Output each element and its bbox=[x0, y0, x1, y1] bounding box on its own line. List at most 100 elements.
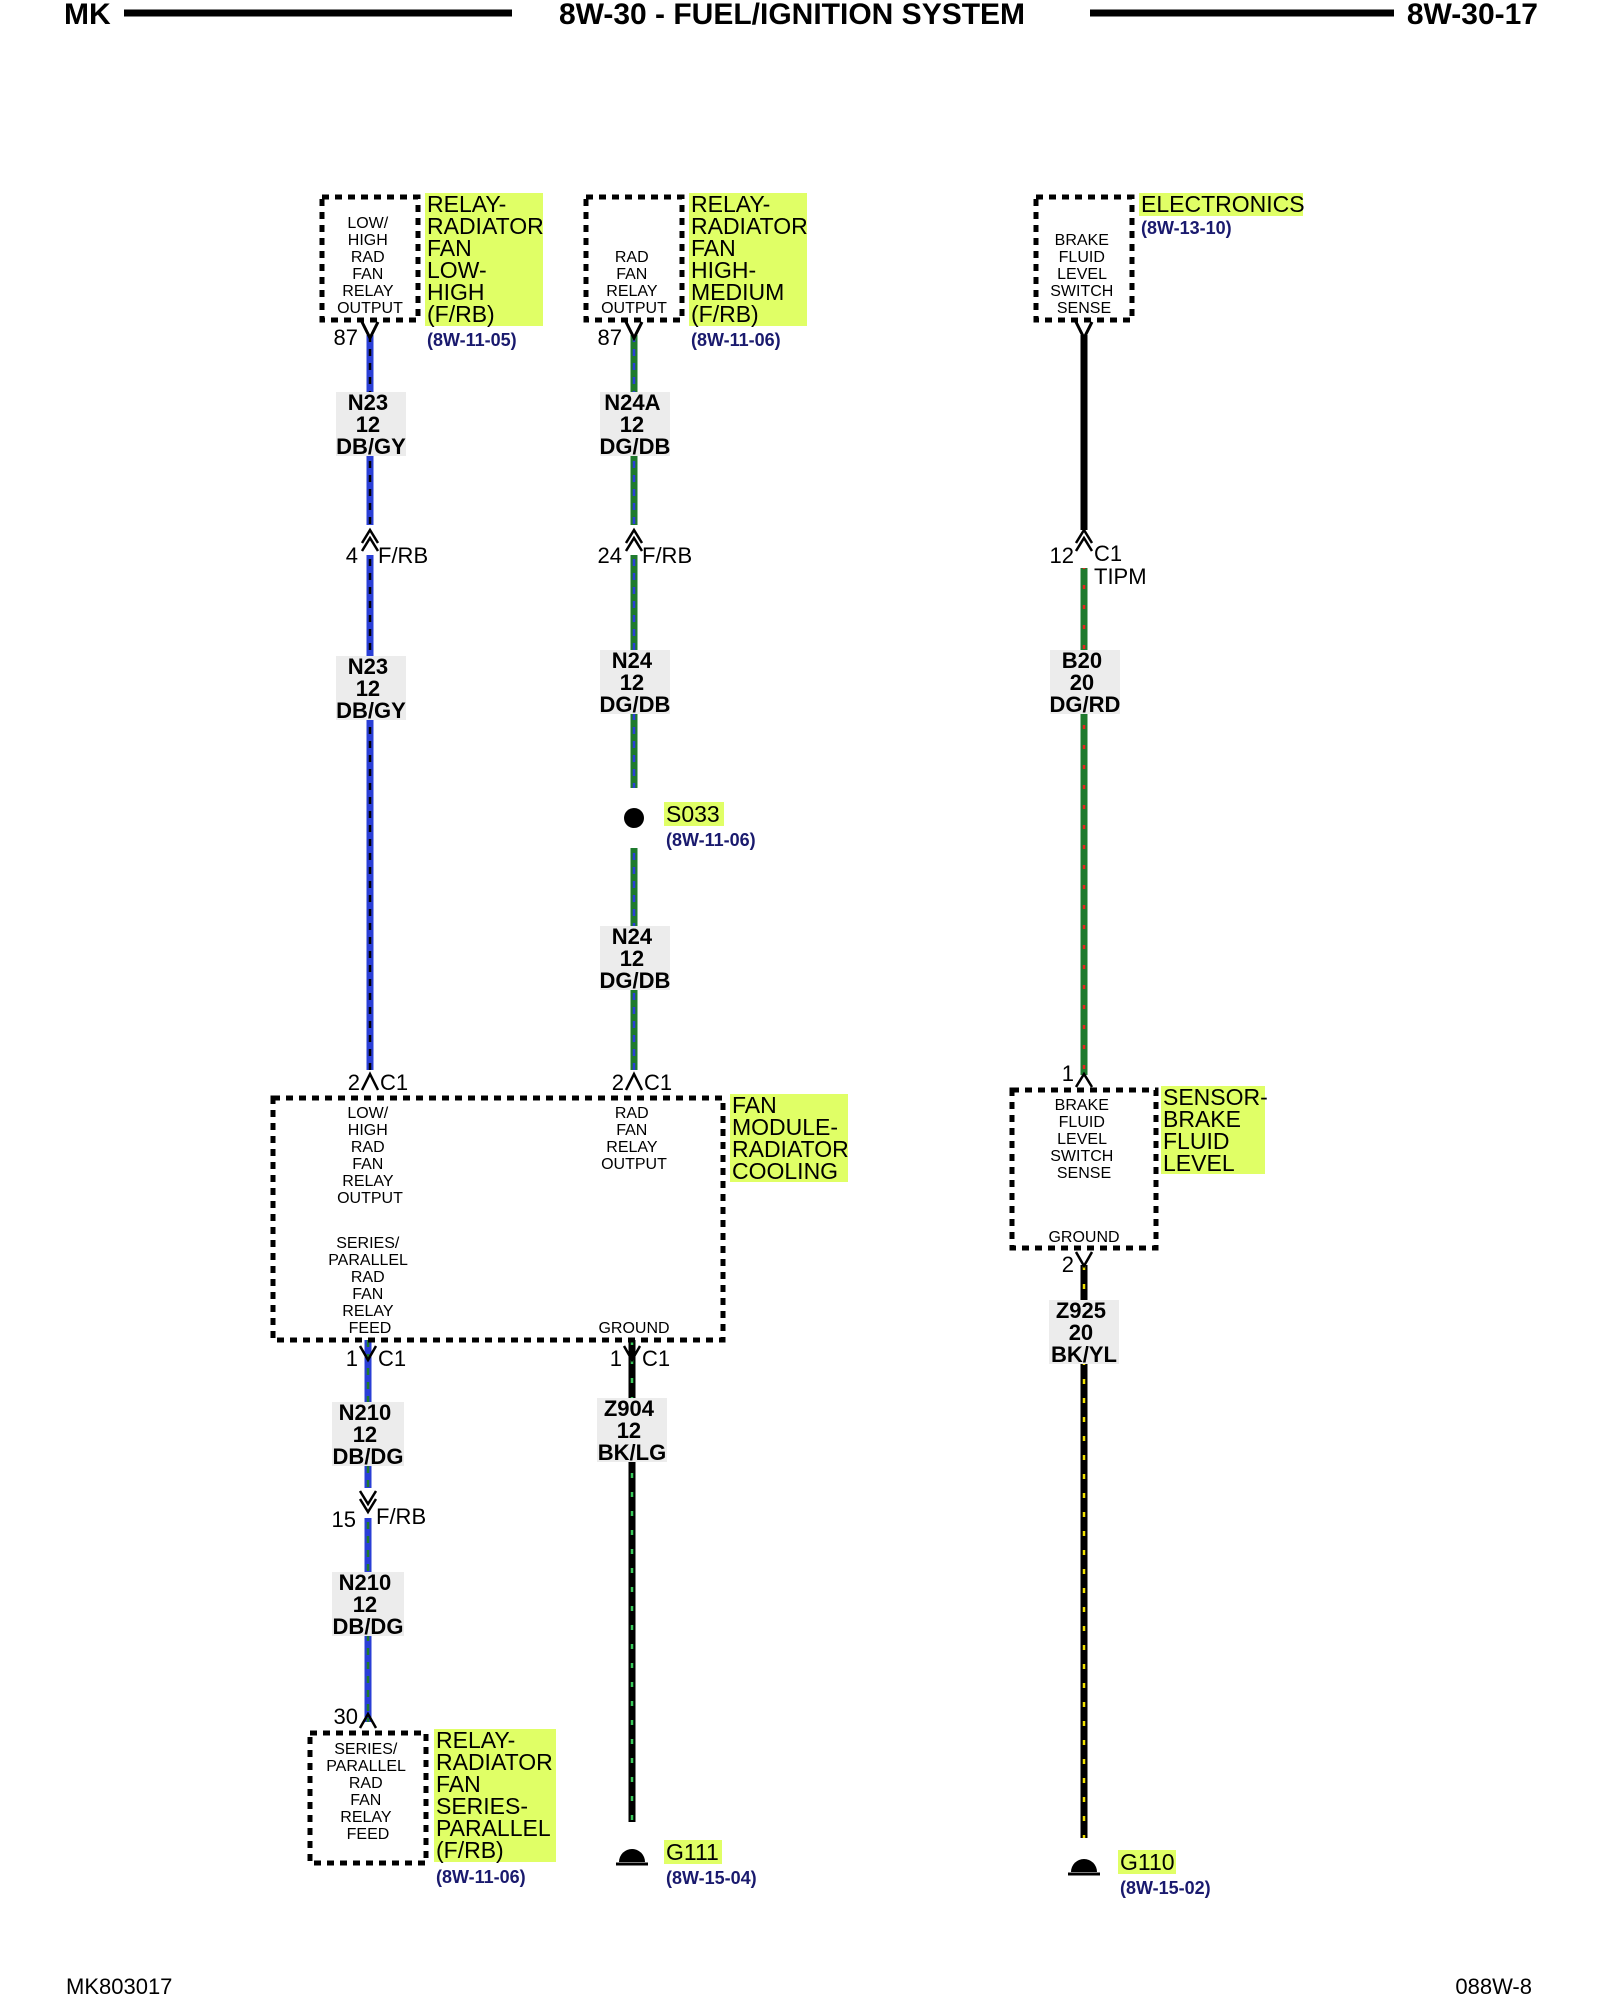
connector-name: C1 bbox=[642, 1346, 670, 1371]
fan-module-radiator-cooling: LOW/ HIGH RAD FAN RELAY OUTPUT RAD FAN R… bbox=[270, 1092, 855, 1343]
wire-label: N23 12 DB/GY bbox=[336, 654, 406, 723]
component-name-line: FAN bbox=[427, 235, 472, 261]
ground-label: GROUND bbox=[598, 1320, 669, 1337]
component-text-line: FLUID bbox=[1059, 1114, 1105, 1131]
component-text-line: LEVEL bbox=[1057, 1131, 1107, 1148]
ground-name: G110 bbox=[1120, 1849, 1175, 1875]
component-text-line: FEED bbox=[349, 1320, 392, 1337]
component-ref: (8W-11-05) bbox=[427, 330, 517, 350]
splice-s033: S033 (8W-11-06) bbox=[624, 788, 756, 850]
wire-runs bbox=[364, 335, 1088, 1838]
connector-pin: 24 bbox=[598, 543, 622, 568]
electronics-module: BRAKE FLUID LEVEL SWITCH SENSE ELECTRONI… bbox=[1033, 191, 1305, 342]
ground-ref: (8W-15-02) bbox=[1120, 1878, 1211, 1898]
component-text-line: RELAY bbox=[342, 283, 394, 300]
svg-text:RAD FAN RELAY: RAD FAN RELAY OUTPUT bbox=[601, 1105, 667, 1173]
component-text-line: LOW/ bbox=[347, 215, 388, 232]
component-text-line: OUTPUT bbox=[337, 300, 403, 317]
component-text-line: RAD bbox=[351, 249, 385, 266]
connector-name: C1 bbox=[644, 1070, 672, 1095]
component-name-line: (F/RB) bbox=[436, 1837, 504, 1863]
connector-name: C1 bbox=[378, 1346, 406, 1371]
svg-text:RELAY- RADIATOR FA: RELAY- RADIATOR FAN SERIES- PARALLEL (F/… bbox=[436, 1727, 559, 1863]
component-ref: (8W-11-06) bbox=[691, 330, 781, 350]
svg-text:BRAKE FLUID LEVEL: BRAKE FLUID LEVEL SWITCH SENSE bbox=[1050, 232, 1118, 317]
component-name-line: (F/RB) bbox=[427, 301, 495, 327]
wire-label: N24 12 DG/DB bbox=[600, 924, 671, 993]
svg-text:FAN MODULE- RADIAT: FAN MODULE- RADIATOR COOLING bbox=[732, 1092, 855, 1184]
relay-radiator-fan-low-high: LOW/ HIGH RAD FAN RELAY OUTPUT RELAY- RA… bbox=[319, 191, 550, 350]
connector-pin: 15 bbox=[332, 1507, 356, 1532]
component-name-line: RADIATOR bbox=[732, 1136, 849, 1162]
component-text-line: FAN bbox=[616, 266, 647, 283]
component-name-line: RADIATOR bbox=[691, 213, 808, 239]
connector-sub: TIPM bbox=[1094, 564, 1147, 589]
wire-label: N210 12 DB/DG bbox=[333, 1570, 404, 1639]
connector-name: C1 bbox=[380, 1070, 408, 1095]
splice-name: S033 bbox=[666, 801, 720, 827]
pin-number: 87 bbox=[598, 325, 622, 350]
component-text-line: LOW/ bbox=[347, 1105, 388, 1122]
connector-name: F/RB bbox=[642, 543, 692, 568]
component-name-line: FAN bbox=[436, 1771, 481, 1797]
ground-icon bbox=[619, 1849, 645, 1862]
svg-text:RAD FAN RELAY: RAD FAN RELAY OUTPUT bbox=[601, 249, 667, 317]
component-text-line: FEED bbox=[347, 1826, 390, 1843]
component-ref: (8W-13-10) bbox=[1141, 218, 1232, 238]
component-name-line: LOW- bbox=[427, 257, 487, 283]
component-name-line: RADIATOR bbox=[436, 1749, 553, 1775]
connector-name: F/RB bbox=[378, 543, 428, 568]
component-name-line: COOLING bbox=[732, 1158, 838, 1184]
component-name-line: HIGH- bbox=[691, 257, 756, 283]
component-name-line: BRAKE bbox=[1163, 1106, 1241, 1132]
component-text-line: SENSE bbox=[1057, 300, 1111, 317]
component-text-line: SWITCH bbox=[1050, 283, 1113, 300]
wire-label: N23 12 DB/GY bbox=[336, 390, 406, 459]
ground-name: G111 bbox=[666, 1839, 719, 1865]
component-text-line: OUTPUT bbox=[601, 300, 667, 317]
component-text-line: FAN bbox=[616, 1122, 647, 1139]
sensor-brake-fluid-level: 1 BRAKE FLUID LEVEL SWITCH SENSE GROUND … bbox=[1009, 1061, 1268, 1277]
component-text-line: OUTPUT bbox=[601, 1156, 667, 1173]
svg-text:BRAKE FLUID LEVEL: BRAKE FLUID LEVEL SWITCH SENSE bbox=[1050, 1097, 1118, 1182]
component-name-line: MEDIUM bbox=[691, 279, 784, 305]
component-text-line: RELAY bbox=[606, 1139, 658, 1156]
pin-number: 2 bbox=[1062, 1252, 1074, 1277]
component-name-line: (F/RB) bbox=[691, 301, 759, 327]
component-text-line: RAD bbox=[349, 1775, 383, 1792]
svg-text:SERIES/ PARALLEL R: SERIES/ PARALLEL RAD FAN RELAY FEED bbox=[328, 1235, 412, 1337]
svg-text:SERIES/ PARALLEL R: SERIES/ PARALLEL RAD FAN RELAY FEED bbox=[326, 1741, 410, 1843]
pin-number: 1 bbox=[1062, 1061, 1074, 1086]
header-title: 8W-30 - FUEL/IGNITION SYSTEM bbox=[559, 0, 1025, 31]
pin-number: 87 bbox=[334, 325, 358, 350]
ground-ref: (8W-15-04) bbox=[666, 1868, 757, 1888]
component-text-line: FLUID bbox=[1059, 249, 1105, 266]
component-text-line: FAN bbox=[352, 1286, 383, 1303]
connector-name: C1 bbox=[1094, 541, 1122, 566]
svg-text:RELAY- RADIATOR FA: RELAY- RADIATOR FAN HIGH- MEDIUM (F/RB) bbox=[691, 191, 814, 327]
component-name-line: FLUID bbox=[1163, 1128, 1229, 1154]
connector-pin: 12 bbox=[1050, 543, 1074, 568]
component-text-line: SWITCH bbox=[1050, 1148, 1113, 1165]
footer-right: 088W-8 bbox=[1455, 1974, 1532, 1999]
svg-text:LOW/ HIGH RAD: LOW/ HIGH RAD FAN RELAY OUTPUT bbox=[337, 215, 403, 317]
splice-ref: (8W-11-06) bbox=[666, 830, 756, 850]
ground-icon bbox=[1071, 1859, 1097, 1872]
svg-text:RELAY- RADIATOR FA: RELAY- RADIATOR FAN LOW- HIGH (F/RB) bbox=[427, 191, 550, 327]
component-text-line: SENSE bbox=[1057, 1165, 1111, 1182]
component-text-line: PARALLEL bbox=[328, 1252, 408, 1269]
connector-pin: 1 bbox=[610, 1346, 622, 1371]
ground-g110: G110 (8W-15-02) bbox=[1068, 1849, 1211, 1898]
component-name-line: HIGH bbox=[427, 279, 485, 305]
component-text-line: RAD bbox=[615, 1105, 649, 1122]
component-name-line: LEVEL bbox=[1163, 1150, 1235, 1176]
relay-radiator-fan-series-parallel: 30 SERIES/ PARALLEL RAD FAN RELAY FEED R… bbox=[307, 1704, 559, 1887]
component-name-line: FAN bbox=[732, 1092, 777, 1118]
component-name-line: FAN bbox=[691, 235, 736, 261]
component-name-line: RADIATOR bbox=[427, 213, 544, 239]
splice-dot bbox=[624, 808, 644, 828]
connector-pin: 2 bbox=[612, 1070, 624, 1095]
connector-name: F/RB bbox=[376, 1504, 426, 1529]
component-text-line: RAD bbox=[351, 1269, 385, 1286]
component-text-line: FAN bbox=[350, 1792, 381, 1809]
